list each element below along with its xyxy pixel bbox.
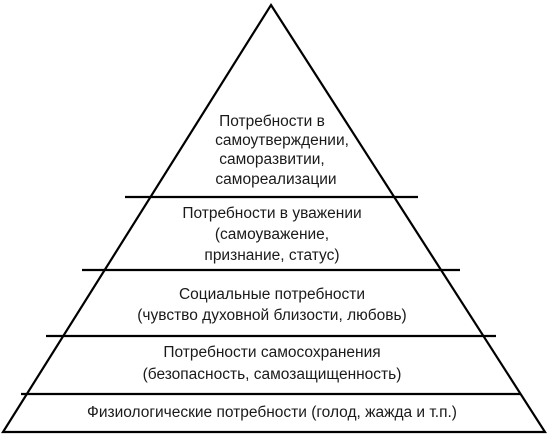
tier-5-line-1: Физиологические потребности (голод, жажд…: [87, 404, 457, 421]
tier-2-line-3: признание, статус): [204, 247, 339, 264]
tier-4-line-2: (безопасность, самозащищенность): [143, 366, 402, 383]
tier-1-line-1: Потребности в: [219, 113, 325, 130]
tier-3-line-1: Социальные потребности: [179, 286, 365, 303]
tier-2-line-1: Потребности в уважении: [182, 205, 361, 222]
tier-1-line-4: самореализации: [215, 171, 336, 188]
tier-1-line-3: саморазвитии,: [219, 151, 324, 168]
tier-4-line-1: Потребности самосохранения: [163, 344, 380, 361]
tier-2-line-2: (самоуважение,: [215, 226, 329, 243]
tier-3-line-2: (чувство духовной близости, любовь): [137, 307, 406, 324]
tier-1-line-2: самоутверждении,: [215, 132, 349, 149]
